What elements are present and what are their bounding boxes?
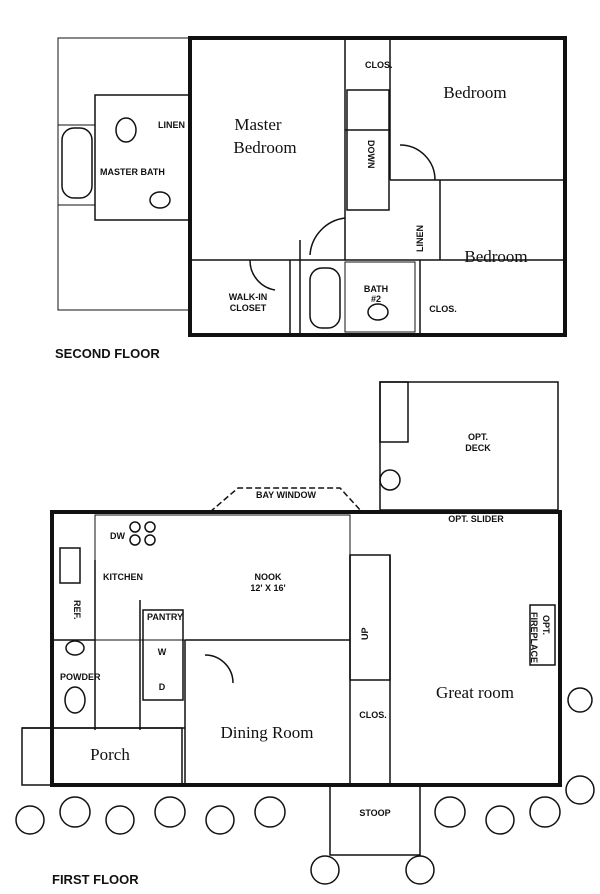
second-floor: Master Bedroom Bedroom Bedroom MASTER BA…: [55, 36, 567, 361]
door-swing: [399, 144, 436, 181]
first-floor: OPT. DECK BAY WINDOW OPT. SLIDER DW KITC…: [15, 381, 595, 887]
staircase-first: [349, 554, 391, 681]
porch-label: Porch: [90, 745, 130, 764]
slider-label: OPT. SLIDER: [448, 514, 504, 524]
bathtub: [61, 127, 93, 199]
bath2-tile: [344, 261, 416, 333]
fireplace: [529, 604, 556, 666]
kitchen-label: KITCHEN: [103, 572, 143, 582]
washer-label: W: [158, 647, 167, 657]
master-bedroom-label: Master: [234, 115, 282, 134]
pantry-label: PANTRY: [147, 612, 183, 622]
dining-room-label: Dining Room: [220, 723, 313, 742]
sink: [65, 640, 85, 656]
door-swing: [249, 259, 276, 291]
dishwasher-label: DW: [110, 531, 125, 541]
deck-label: OPT.: [468, 432, 488, 442]
master-bedroom-label: Bedroom: [233, 138, 296, 157]
first-floor-walls: [50, 510, 562, 787]
door-swing: [204, 654, 234, 684]
bathtub-2: [309, 267, 341, 329]
master-bath-tile: [94, 94, 191, 221]
staircase-second: [346, 89, 390, 211]
down-label: DOWN: [366, 140, 376, 169]
nook-label: NOOK: [255, 572, 283, 582]
powder-room-label: POWDER: [60, 672, 101, 682]
bath2-label: BATH: [364, 284, 388, 294]
dryer-label: D: [159, 682, 166, 692]
master-bath-label: MASTER BATH: [100, 167, 165, 177]
great-room-label: Great room: [436, 683, 514, 702]
first-floor-caption: FIRST FLOOR: [52, 872, 139, 887]
toilet: [115, 117, 137, 143]
bedroom-label: Bedroom: [464, 247, 527, 266]
walkin-closet-label: WALK-IN: [229, 292, 268, 302]
stoop-label: STOOP: [359, 808, 390, 818]
sink: [149, 191, 171, 209]
fireplace-label: OPT.: [541, 615, 551, 635]
linen-label: LINEN: [158, 120, 185, 130]
range: [59, 547, 81, 584]
stoop: [329, 784, 421, 856]
closet-label: CLOS.: [365, 60, 393, 70]
bedroom-label: Bedroom: [443, 83, 506, 102]
closet-label: CLOS.: [429, 304, 457, 314]
stairs-up-label: UP: [360, 627, 370, 640]
fireplace-label: FIREPLACE: [529, 612, 539, 663]
toilet: [64, 686, 86, 714]
closet-label: CLOS.: [359, 710, 387, 720]
porch: [21, 727, 183, 786]
bay-window: [209, 487, 363, 513]
laundry: [142, 609, 184, 701]
deck-label: DECK: [465, 443, 491, 453]
second-floor-caption: SECOND FLOOR: [55, 346, 160, 361]
walkin-closet-label: CLOSET: [230, 303, 267, 313]
door-swing: [309, 217, 346, 256]
refrigerator-label: REF.: [72, 600, 82, 620]
bay-window-label: BAY WINDOW: [256, 490, 317, 500]
landscaping-shrubs: [15, 469, 595, 885]
linen-label: LINEN: [415, 225, 425, 252]
bath2-label: #2: [371, 294, 381, 304]
toilet: [367, 303, 389, 321]
nook-size-label: 12' X 16': [250, 583, 285, 593]
